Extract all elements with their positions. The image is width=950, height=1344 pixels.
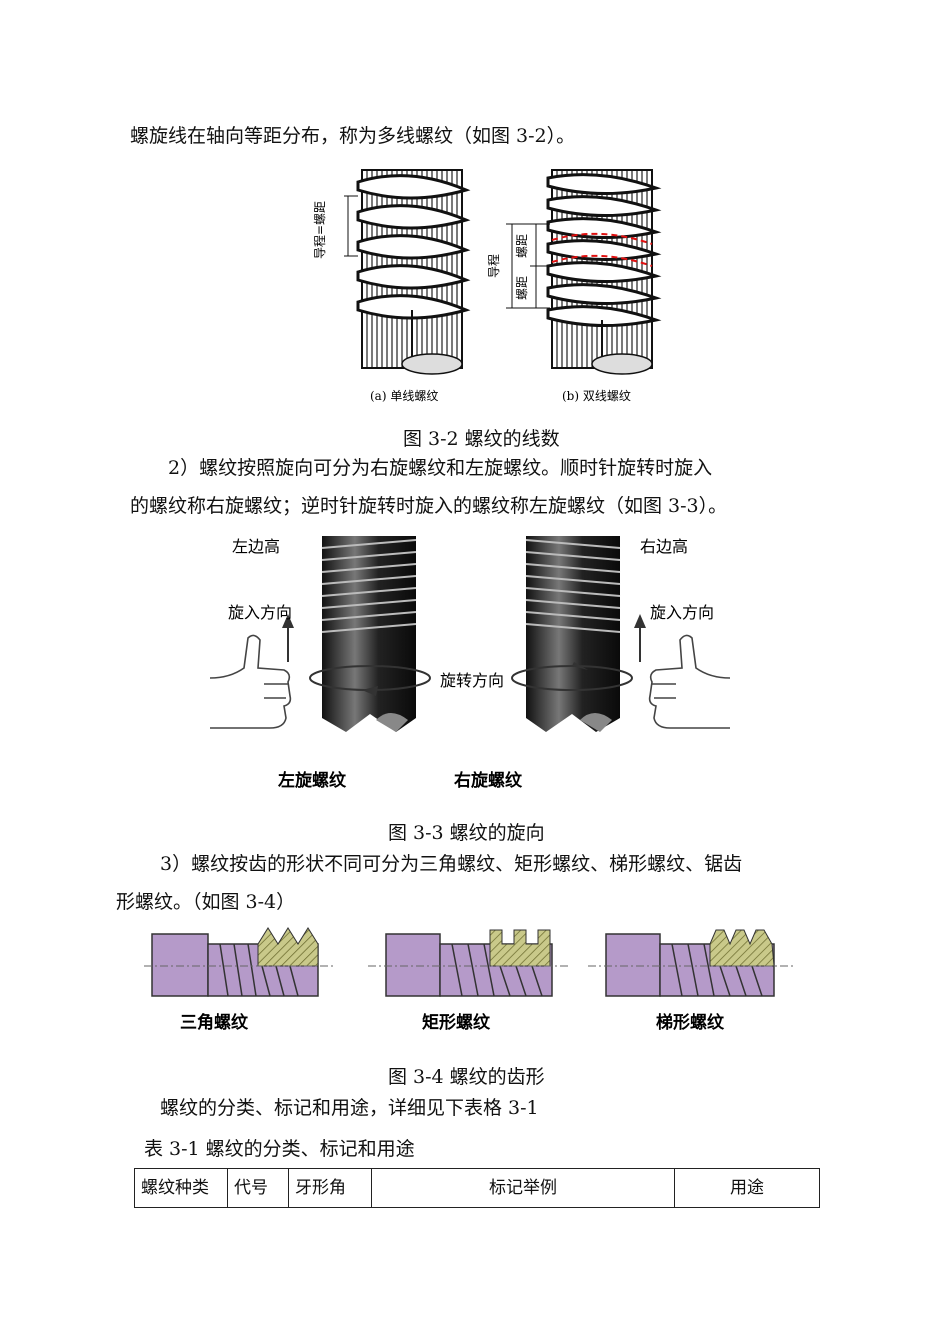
paragraph-table-intro: 螺纹的分类、标记和用途，详细见下表格 3-1	[160, 1097, 539, 1119]
label-right-hand-thread: 右旋螺纹	[454, 770, 523, 791]
right-hand-screw	[525, 536, 621, 732]
label-double-start: (b) 双线螺纹	[562, 389, 631, 403]
paragraph-handedness-line-2: 的螺纹称右旋螺纹；逆时针旋转时旋入的螺纹称左旋螺纹（如图 3-3）。	[130, 495, 728, 517]
header-profile-angle: 牙形角	[288, 1168, 372, 1208]
figure-3-4: 三角螺纹 矩形螺纹 梯形螺纹	[140, 920, 800, 1040]
table-title: 表 3-1 螺纹的分类、标记和用途	[144, 1138, 415, 1160]
rectangular-thread-bolt	[368, 929, 570, 997]
triangular-thread-bolt	[144, 927, 336, 997]
header-marking-example: 标记举例	[371, 1168, 675, 1208]
table-header-row: 螺纹种类 代号 牙形角 标记举例 用途	[134, 1168, 820, 1208]
caption-fig-3-4: 图 3-4 螺纹的齿形	[388, 1066, 545, 1088]
header-code: 代号	[227, 1168, 289, 1208]
left-hand-screw	[321, 536, 417, 732]
arrow-up-icon	[282, 614, 294, 662]
label-rotation-direction: 旋转方向	[440, 671, 504, 690]
paragraph-handedness-line-1: 2）螺纹按照旋向可分为右旋螺纹和左旋螺纹。顺时针旋转时旋入	[168, 457, 713, 479]
label-trapezoidal-thread: 梯形螺纹	[656, 1012, 725, 1033]
label-right-high: 右边高	[640, 537, 688, 556]
label-screw-in-direction-left: 旋入方向	[228, 603, 292, 622]
dim-label-pitch-2: 螺距	[515, 276, 529, 300]
dim-label-pitch-1: 螺距	[515, 234, 529, 258]
dim-label-a: 导程=螺距	[312, 201, 327, 259]
label-left-high: 左边高	[232, 537, 280, 556]
paragraph-tooth-form-line-1: 3）螺纹按齿的形状不同可分为三角螺纹、矩形螺纹、梯形螺纹、锯齿	[160, 853, 743, 875]
thread-lead-illustration: 导程=螺距 (a) 单线螺纹 导程 螺距	[312, 169, 662, 403]
double-start-screw	[506, 169, 662, 375]
thread-handedness-illustration: 左边高 右边高 旋入方向 旋入方向 旋转方向 左旋螺纹 右旋螺纹	[209, 536, 731, 791]
caption-fig-3-3: 图 3-3 螺纹的旋向	[388, 822, 545, 844]
left-thumb-hand-icon	[209, 634, 292, 729]
paragraph-tooth-form-line-2: 形螺纹。（如图 3-4）	[116, 891, 296, 913]
label-triangular-thread: 三角螺纹	[180, 1012, 249, 1033]
arrow-up-icon	[634, 614, 646, 662]
single-start-screw	[344, 169, 471, 375]
right-thumb-hand-icon	[648, 634, 731, 729]
figure-3-3: 左边高 右边高 旋入方向 旋入方向 旋转方向 左旋螺纹 右旋螺纹	[200, 528, 740, 798]
label-screw-in-direction-right: 旋入方向	[650, 603, 714, 622]
dim-label-lead: 导程	[486, 254, 501, 278]
header-thread-type: 螺纹种类	[134, 1168, 228, 1208]
header-usage: 用途	[674, 1168, 820, 1208]
label-rectangular-thread: 矩形螺纹	[422, 1012, 491, 1033]
figure-3-2: 导程=螺距 (a) 单线螺纹 导程 螺距	[300, 160, 680, 410]
paragraph-multi-start: 螺旋线在轴向等距分布，称为多线螺纹（如图 3-2）。	[130, 125, 576, 147]
label-single-start: (a) 单线螺纹	[370, 389, 438, 403]
label-left-hand-thread: 左旋螺纹	[278, 770, 347, 791]
thread-classification-table: 螺纹种类 代号 牙形角 标记举例 用途	[134, 1168, 820, 1208]
caption-fig-3-2: 图 3-2 螺纹的线数	[403, 428, 560, 450]
trapezoidal-thread-bolt	[588, 929, 794, 997]
